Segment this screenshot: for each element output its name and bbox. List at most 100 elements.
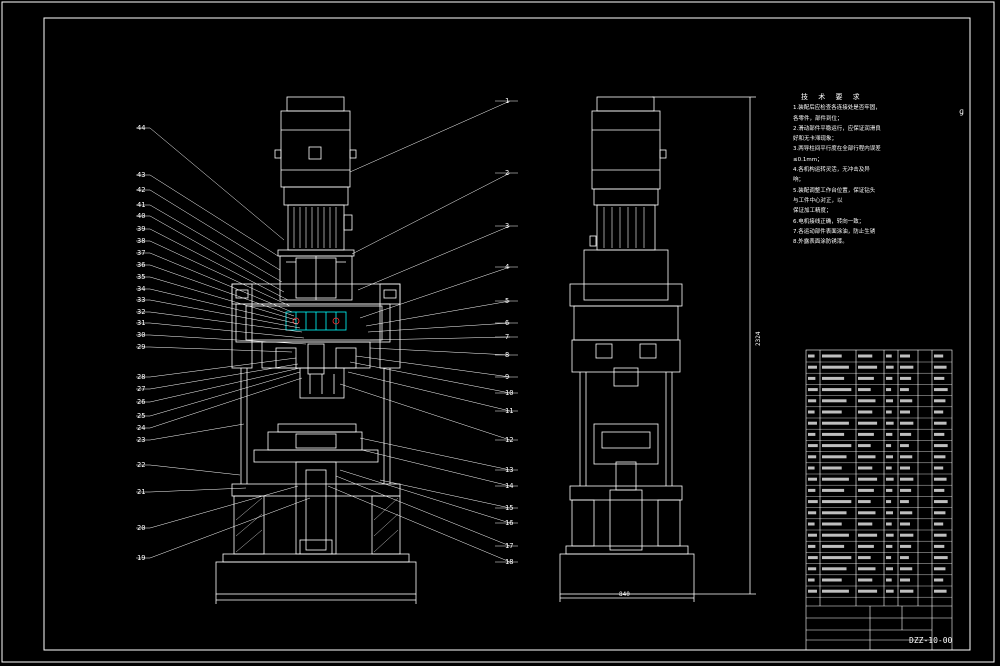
parts-list-cell-mark — [858, 399, 876, 403]
parts-list-cell-mark — [900, 365, 914, 369]
parts-list-cell-mark — [886, 388, 892, 392]
parts-list-cell-mark — [858, 567, 876, 571]
parts-list-cell-mark — [886, 432, 893, 436]
parts-list-cell-mark — [858, 365, 878, 369]
note-line: 各零件，部件到位； — [793, 115, 843, 122]
note-line: 6.电机接线正确，转向一致； — [793, 218, 865, 225]
parts-list-cell-mark — [808, 500, 818, 504]
parts-list-cell-mark — [822, 455, 847, 459]
parts-list-cell-mark — [808, 444, 818, 448]
parts-list-cell-mark — [808, 589, 817, 593]
notes-title: 技 术 要 求 — [801, 93, 864, 101]
note-line: 好和无卡滞现象； — [793, 136, 838, 143]
parts-list-cell-mark — [934, 388, 948, 392]
parts-list-cell-mark — [858, 477, 878, 481]
note-line: 8.外露表面涂防锈漆。 — [793, 239, 848, 246]
parts-list-cell-mark — [900, 421, 914, 425]
parts-list-cell-mark — [858, 589, 878, 593]
parts-list-cell-mark — [822, 567, 847, 571]
width-dimension: 840 — [619, 591, 630, 598]
parts-list-cell-mark — [808, 511, 817, 515]
parts-list-cell-mark — [858, 556, 871, 560]
parts-list-cell-mark — [886, 477, 894, 481]
parts-list-cell-mark — [934, 500, 948, 504]
parts-list-cell-mark — [900, 544, 912, 548]
parts-list-cell-mark — [822, 511, 847, 515]
parts-list-cell-mark — [858, 533, 878, 537]
parts-list-cell-mark — [822, 477, 849, 481]
parts-list-cell-mark — [900, 488, 912, 492]
parts-list-cell-mark — [808, 578, 815, 582]
parts-list-cell-mark — [886, 511, 893, 515]
note-line: 2.滑动部件平稳运行，应保证润滑良 — [793, 125, 881, 132]
sectional-view — [215, 96, 417, 604]
parts-list-cell-mark — [934, 455, 946, 459]
note-line: 7.各运动部件表面涂油，防止生锈 — [793, 228, 876, 235]
parts-list-cell-mark — [886, 522, 892, 526]
parts-list-cell-mark — [822, 388, 852, 392]
parts-list — [805, 349, 953, 651]
parts-list-cell-mark — [900, 455, 913, 459]
parts-list-cell-mark — [822, 365, 849, 369]
parts-list-cell-mark — [822, 589, 849, 593]
note-line: 与工件中心对正，以 — [793, 197, 843, 204]
parts-list-cell-mark — [858, 511, 876, 515]
parts-list-rows — [806, 361, 952, 598]
parts-list-cell-mark — [886, 578, 892, 582]
parts-list-cell-mark — [858, 544, 874, 548]
note-line: ≤0.1mm； — [793, 156, 823, 163]
parts-list-cell-mark — [934, 354, 944, 358]
parts-list-cell-mark — [822, 556, 852, 560]
leader-lines-left — [149, 127, 311, 559]
parts-list-cell-mark — [808, 466, 815, 470]
parts-list-cell-mark — [808, 567, 817, 571]
parts-list-cell-mark — [934, 444, 948, 448]
parts-list-cell-mark — [900, 432, 912, 436]
parts-list-cell-mark — [808, 455, 817, 459]
parts-list-cell-mark — [900, 500, 909, 504]
parts-list-cell-mark — [822, 376, 845, 380]
parts-list-cell-mark — [822, 399, 847, 403]
parts-list-cell-mark — [934, 365, 947, 369]
parts-list-cell-mark — [900, 511, 913, 515]
parts-list-cell-mark — [934, 399, 946, 403]
parts-list-cell-mark — [934, 421, 947, 425]
inner-border — [43, 17, 971, 651]
parts-list-cell-mark — [808, 488, 816, 492]
parts-list-cell-mark — [900, 410, 910, 414]
parts-list-cell-mark — [886, 466, 892, 470]
parts-list-cell-mark — [886, 500, 892, 504]
parts-list-cell-mark — [934, 432, 945, 436]
parts-list-cell-mark — [886, 544, 893, 548]
parts-list-cell-mark — [808, 544, 816, 548]
parts-list-cell-mark — [886, 444, 892, 448]
parts-list-cell-mark — [822, 466, 842, 470]
parts-list-cell-mark — [934, 589, 947, 593]
parts-list-cell-mark — [900, 522, 910, 526]
parts-list-cell-mark — [822, 410, 842, 414]
parts-list-cell-mark — [822, 578, 842, 582]
parts-list-cell-mark — [808, 556, 818, 560]
note-line: 5.装配调整工作台位置，保证钻头 — [793, 187, 876, 194]
margin-mark: ɡ — [959, 107, 964, 116]
parts-list-cell-mark — [808, 477, 817, 481]
parts-list-cell-mark — [858, 455, 876, 459]
parts-list-cell-mark — [858, 432, 874, 436]
parts-list-cell-mark — [858, 421, 878, 425]
parts-list-cell-mark — [886, 533, 894, 537]
parts-list-cell-mark — [934, 578, 944, 582]
parts-list-cell-mark — [934, 410, 944, 414]
parts-list-cell-mark — [934, 522, 944, 526]
parts-list-cell-mark — [900, 533, 914, 537]
parts-list-cell-mark — [858, 466, 873, 470]
parts-list-cell-mark — [808, 421, 817, 425]
note-line: 1.装配后应检查各连接处是否牢固， — [793, 105, 881, 112]
parts-list-cell-mark — [808, 354, 815, 358]
parts-list-cell-mark — [858, 522, 873, 526]
parts-list-cell-mark — [900, 466, 910, 470]
parts-list-cell-mark — [886, 399, 893, 403]
parts-list-cell-mark — [808, 522, 815, 526]
parts-list-cell-mark — [900, 399, 913, 403]
